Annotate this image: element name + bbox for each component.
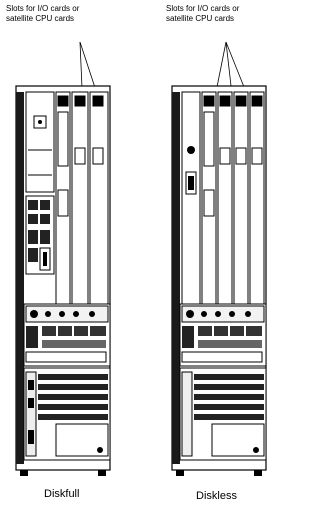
- power-supply-module: [25, 91, 55, 193]
- left-callout-line1: Slots for I/O cards or: [6, 4, 80, 13]
- cpu-module: [181, 91, 201, 305]
- chassis-diagram: [15, 41, 267, 476]
- lower-bay-right: [179, 367, 267, 461]
- io-card-slots: [55, 91, 109, 305]
- io-card-slots-right: [201, 91, 265, 305]
- left-caption: Diskfull: [44, 488, 80, 500]
- right-callout-line2: satellite CPU cards: [166, 14, 235, 23]
- control-panel: [23, 303, 111, 367]
- right-caption: Diskless: [196, 490, 237, 502]
- right-callout-line1: Slots for I/O cards or: [166, 4, 240, 13]
- left-callout-line2: satellite CPU cards: [6, 14, 75, 23]
- diskfull-chassis: [15, 85, 111, 476]
- control-panel-right: [179, 303, 267, 367]
- diskless-chassis: [171, 85, 267, 476]
- drive-bay: [23, 367, 111, 461]
- port-block: [25, 195, 55, 275]
